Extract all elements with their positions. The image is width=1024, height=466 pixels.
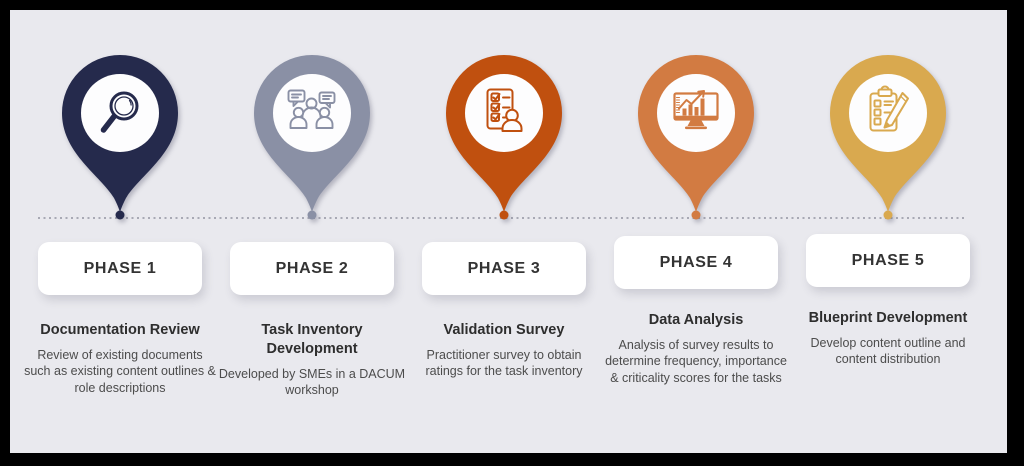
- phase-title: Task Inventory Development: [261, 322, 363, 357]
- phase-label: PHASE 2: [275, 259, 349, 277]
- phase-title: Data Analysis: [648, 312, 744, 328]
- location-pin: [446, 55, 562, 220]
- phase-title: Documentation Review: [40, 322, 200, 338]
- slide-panel: PHASE 1 Documentation Review Review of e…: [10, 10, 1007, 453]
- phase-label-card: PHASE 4: [614, 236, 778, 289]
- phase-column-5: PHASE 5 Blueprint Development Develop co…: [792, 47, 984, 399]
- phase-description: Develop content outline and content dist…: [810, 335, 966, 367]
- phase-description: Analysis of survey results to determine …: [605, 337, 787, 386]
- analytics-monitor-icon: [673, 90, 719, 130]
- phase-description: Review of existing documents such as exi…: [24, 347, 216, 396]
- location-pin: [638, 55, 754, 220]
- phase-label: PHASE 1: [83, 259, 157, 277]
- phase-column-4: PHASE 4 Data Analysis Analysis of survey…: [600, 47, 792, 399]
- location-pin: [254, 55, 370, 220]
- discussion-people-icon: [287, 89, 336, 129]
- phase-label-card: PHASE 2: [230, 242, 394, 295]
- phase-column-3: PHASE 3 Validation Survey Practitioner s…: [408, 47, 600, 399]
- location-pin: [830, 55, 946, 220]
- phase-column-2: PHASE 2 Task Inventory Development Devel…: [216, 47, 408, 399]
- phase-label-card: PHASE 3: [422, 242, 586, 295]
- phase-label: PHASE 3: [467, 259, 541, 277]
- phase-label-card: PHASE 1: [38, 242, 202, 295]
- phase-column-1: PHASE 1 Documentation Review Review of e…: [24, 47, 216, 399]
- phases-row: PHASE 1 Documentation Review Review of e…: [10, 10, 1007, 399]
- phase-description: Developed by SMEs in a DACUM workshop: [218, 366, 406, 398]
- checklist-person-icon: [486, 88, 523, 132]
- phase-title: Validation Survey: [443, 322, 565, 338]
- phase-label: PHASE 5: [851, 251, 925, 269]
- phase-label: PHASE 4: [659, 253, 733, 271]
- magnifier-icon: [100, 91, 139, 133]
- phase-label-card: PHASE 5: [806, 234, 970, 287]
- location-pin: [62, 55, 178, 220]
- clipboard-pencil-icon: [869, 85, 909, 132]
- phase-description: Practitioner survey to obtain ratings fo…: [425, 347, 583, 379]
- phase-title: Blueprint Development: [808, 310, 968, 326]
